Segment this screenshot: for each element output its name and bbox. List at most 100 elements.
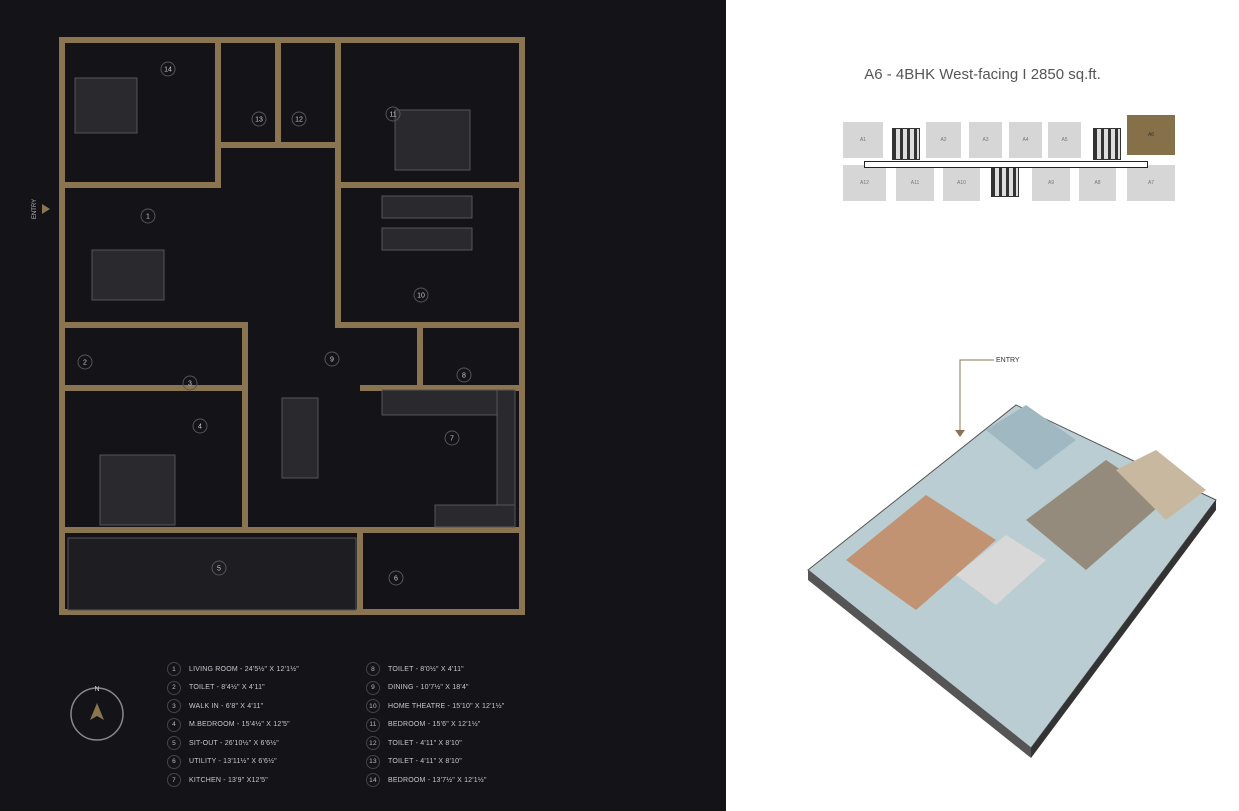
legend-item: 13 TOILET - 4'11" X 8'10" [366, 753, 504, 772]
legend-number: 13 [366, 754, 380, 769]
bed-4 [99, 454, 176, 526]
legend-item: 3 WALK IN - 6'8" X 4'11" [167, 697, 299, 716]
key-plan-corridor [864, 161, 1148, 168]
legend-text: TOILET - 4'11" X 8'10" [388, 758, 462, 766]
room-number-6: 6 [394, 576, 398, 583]
kitchen-counter-side [496, 389, 516, 511]
legend-text: KITCHEN - 13'9" X12'5" [189, 776, 268, 784]
room-marker-circle [77, 354, 93, 370]
compass-ring [70, 687, 124, 741]
room-marker-circle [385, 106, 401, 122]
wall-bedroom14 [62, 40, 221, 188]
room-number-11: 11 [389, 112, 396, 119]
room-number-10: 10 [417, 293, 425, 300]
key-plan-unit-a4[interactable]: A4 [1009, 122, 1042, 158]
key-plan-unit-a7[interactable]: A7 [1127, 165, 1175, 201]
key-plan-unit-a11[interactable]: A11 [896, 165, 934, 201]
room-number-9: 9 [330, 357, 334, 364]
legend-number: 3 [167, 699, 181, 714]
unit-title: A6 - 4BHK West-facing I 2850 sq.ft. [864, 66, 1101, 83]
room-marker-circle [291, 111, 307, 127]
furniture [67, 77, 516, 611]
key-plan-unit-a9[interactable]: A9 [1032, 165, 1070, 201]
legend-item: 12 TOILET - 4'11" X 8'10" [366, 734, 504, 753]
render-dining [956, 535, 1046, 605]
key-plan-unit-a8[interactable]: A8 [1079, 165, 1116, 201]
legend-number: 9 [366, 680, 380, 695]
key-plan-core [991, 165, 1019, 197]
room-number-13: 13 [255, 117, 263, 124]
wall-theatre [335, 40, 522, 328]
key-plan-core [892, 128, 920, 160]
legend-text: BEDROOM - 13'7½" X 12'1½" [388, 776, 487, 784]
render-bedroom-top [986, 405, 1076, 470]
room-number-5: 5 [217, 566, 221, 573]
room-marker-circle [192, 418, 208, 434]
key-plan-unit-a12[interactable]: A12 [843, 165, 886, 201]
room-marker-circle [388, 570, 404, 586]
legend-text: WALK IN - 6'8" X 4'11" [189, 702, 264, 710]
room-marker-circle [456, 367, 472, 383]
legend-number: 10 [366, 699, 380, 714]
room-marker-circle [182, 375, 198, 391]
render-entry-label: ENTRY [996, 357, 1020, 364]
room-marker-circle [251, 111, 267, 127]
room-number-14: 14 [164, 67, 172, 74]
room-number-1: 1 [146, 214, 150, 221]
entry-marker: ENTRY [32, 199, 50, 219]
legend-item: 4 M.BEDROOM - 15'4½" X 12'5" [167, 716, 299, 735]
room-marker-circle [140, 208, 156, 224]
legend-number: 11 [366, 717, 380, 732]
kitchen-counter-bottom [434, 504, 516, 528]
room-marker-circle [211, 560, 227, 576]
info-panel: A6 - 4BHK West-facing I 2850 sq.ft. A1 A2… [726, 0, 1239, 811]
legend-text: TOILET - 4'11" X 8'10" [388, 739, 462, 747]
legend-item: 2 TOILET - 8'4½" X 4'11" [167, 679, 299, 698]
legend-item: 10 HOME THEATRE - 15'10" X 12'1½" [366, 697, 504, 716]
key-plan-core [1093, 128, 1121, 160]
legend-text: LIVING ROOM - 24'5½" X 12'1½" [189, 665, 299, 673]
key-plan-unit-a2[interactable]: A2 [926, 122, 961, 158]
key-plan-unit-a10[interactable]: A10 [943, 165, 980, 201]
key-plan-unit-a6[interactable]: A6 [1127, 115, 1175, 155]
room-number-2: 2 [83, 360, 87, 367]
legend-text: M.BEDROOM - 15'4½" X 12'5" [189, 721, 290, 729]
legend-number: 2 [167, 680, 181, 695]
sofa-row-1 [381, 195, 473, 219]
key-plan-unit-a3[interactable]: A3 [969, 122, 1002, 158]
coffee-table [91, 249, 165, 301]
compass: N [70, 686, 124, 741]
room-number-7: 7 [450, 436, 454, 443]
room-marker-circle [160, 61, 176, 77]
key-plan-unit-a1[interactable]: A1 [843, 122, 883, 158]
room-marker-circle [444, 430, 460, 446]
legend-number: 12 [366, 736, 380, 751]
legend-number: 8 [366, 662, 380, 677]
kitchen-counter-top [381, 389, 513, 416]
legend-text: HOME THEATRE - 15'10" X 12'1½" [388, 702, 505, 710]
north-arrow-icon [90, 703, 104, 720]
bed-11 [394, 109, 471, 171]
render-theatre [1026, 460, 1166, 570]
legend-number: 14 [366, 773, 380, 788]
room-number-8: 8 [462, 373, 466, 380]
entry-leader-line [959, 359, 994, 432]
wall-bedroom4 [62, 322, 248, 530]
legend-text: TOILET - 8'4½" X 4'11" [189, 684, 265, 692]
3d-render: ENTRY [807, 357, 1217, 758]
legend-number: 4 [167, 717, 181, 732]
render-bedroom-right [1116, 450, 1206, 520]
legend-text: BEDROOM - 15'6" X 12'1½" [388, 721, 481, 729]
outer-wall [59, 37, 525, 615]
key-plan-unit-a5[interactable]: A5 [1048, 122, 1081, 158]
room-number-3: 3 [188, 381, 192, 388]
room-marker-circle [413, 287, 429, 303]
legend-number: 7 [167, 773, 181, 788]
